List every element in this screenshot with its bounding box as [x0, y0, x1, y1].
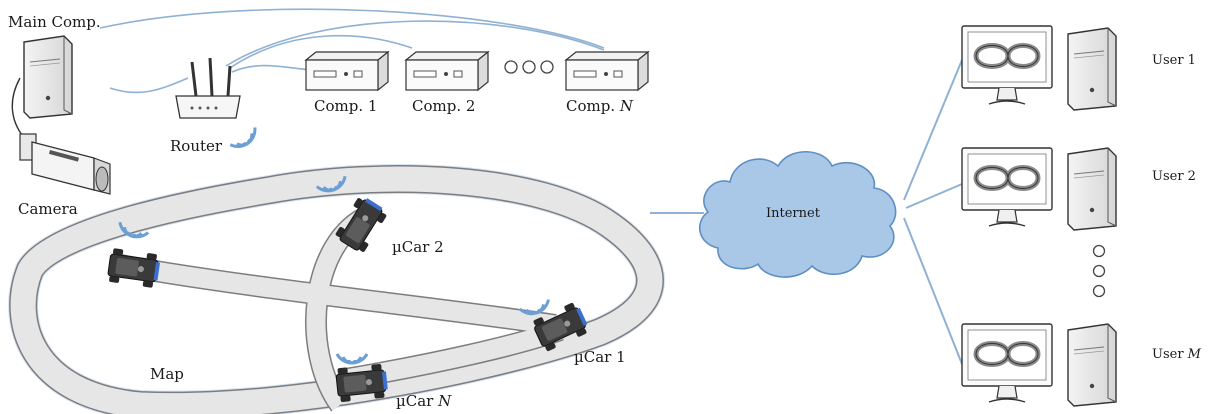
comp-2-icon[interactable]: [405, 51, 489, 91]
user-2-monitor-icon[interactable]: [962, 148, 1052, 226]
comp-1-icon[interactable]: [305, 51, 389, 91]
label-comp-n: Comp. N: [566, 97, 634, 115]
ellipsis-comps-icon: [504, 60, 554, 74]
camera-icon[interactable]: [19, 133, 111, 195]
label-car-2: µCar 2: [392, 238, 444, 256]
label-comp-2: Comp. 2: [412, 97, 475, 115]
user-1-monitor-icon[interactable]: [962, 26, 1052, 104]
label-internet: Internet: [766, 206, 821, 221]
link-router-comp1: [231, 64, 313, 73]
link-main-top: [99, 8, 605, 49]
wifi-icon-router: [228, 125, 262, 154]
label-comp-n-var: N: [619, 97, 634, 115]
track-map: [8, 164, 665, 414]
user-1-tower-icon[interactable]: [1067, 27, 1117, 111]
label-car-n: µCar N: [396, 392, 452, 410]
router-icon[interactable]: [175, 57, 241, 119]
internet-cloud-icon[interactable]: [698, 151, 897, 278]
label-map: Map: [150, 365, 184, 383]
label-car-n-prefix: µCar: [396, 392, 438, 410]
label-user-m: User M: [1152, 347, 1202, 362]
label-camera: Camera: [18, 200, 78, 218]
network-links: [11, 8, 963, 365]
link-main-router: [109, 77, 189, 94]
label-user-1: User 1: [1152, 53, 1196, 68]
link-router-compN: [225, 20, 605, 67]
link-internet-user1: [903, 59, 963, 201]
track-outer-surface: [10, 166, 663, 414]
label-user-m-var: M: [1187, 347, 1202, 362]
wifi-icon-carn: [335, 352, 369, 365]
label-car-n-var: N: [437, 392, 452, 410]
user-m-monitor-icon[interactable]: [962, 324, 1052, 402]
main-computer-icon[interactable]: [23, 35, 73, 119]
ellipsis-users-icon: [1092, 244, 1106, 298]
car-left[interactable]: [106, 247, 162, 289]
label-user-m-prefix: User: [1152, 347, 1188, 362]
user-2-tower-icon[interactable]: [1067, 147, 1117, 231]
link-internet-user2: [905, 183, 963, 209]
link-internet-userM: [903, 217, 963, 365]
label-comp-n-prefix: Comp.: [566, 97, 620, 115]
label-user-2: User 2: [1152, 169, 1196, 184]
label-router: Router: [170, 137, 223, 155]
link-router-comp2: [229, 34, 413, 69]
label-main-comp: Main Comp.: [8, 13, 101, 31]
label-car-1: µCar 1: [574, 348, 626, 366]
label-comp-1: Comp. 1: [314, 97, 377, 115]
comp-n-icon[interactable]: [565, 51, 649, 91]
user-m-tower-icon[interactable]: [1067, 323, 1117, 407]
